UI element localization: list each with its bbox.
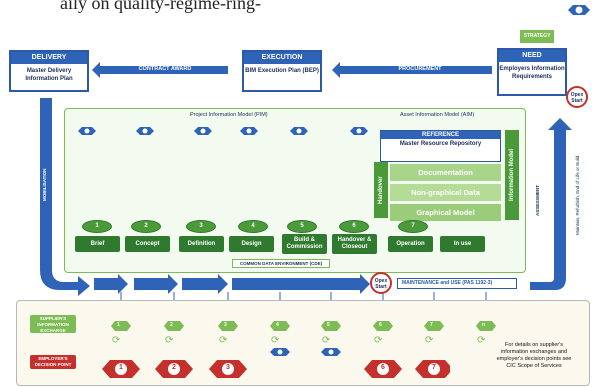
layer-documentation: Documentation <box>390 164 501 181</box>
decision-number: 1 <box>119 364 123 371</box>
exchange-number: 7 <box>430 322 433 328</box>
cycle-icon: ⟳ <box>477 335 486 346</box>
delivery-box: DELIVERY Master Delivery Information Pla… <box>9 50 89 92</box>
process-arrow <box>182 274 228 294</box>
pim-label: Project Information Model (PIM) <box>190 112 268 118</box>
decision-number: 3 <box>226 364 230 371</box>
decision-markers <box>102 360 450 378</box>
cycle-icon: ⟳ <box>112 335 121 346</box>
layer-non-graphical-data: Non-graphical Data <box>390 184 501 201</box>
supplier-exchange-badge: SUPPLIER'S INFORMATION EXCHANGE <box>30 315 76 333</box>
decision-diamond-icon <box>568 5 590 15</box>
stage-number-oval: 4 <box>238 220 268 233</box>
process-arrow <box>94 274 128 294</box>
cycle-icon: ⟳ <box>219 335 228 346</box>
exchange-number: 6 <box>379 322 382 328</box>
stage-design: Design <box>229 236 274 252</box>
decision-point-badge: EMPLOYER'S DECISION POINT <box>30 355 76 369</box>
information-model-bar: Information Model <box>505 130 519 220</box>
reference-body: Master Resource Repository <box>399 141 482 147</box>
stage-concept: Concept <box>125 236 170 252</box>
cycle-icon: ⟳ <box>165 335 174 346</box>
contract-award-label: CONTRACT AWARD <box>138 66 192 72</box>
opex-start-top: Opex Start <box>566 86 588 108</box>
aim-label: Asset Information Model (AIM) <box>400 112 475 118</box>
stage-operation: Operation <box>388 236 433 252</box>
mobilisation-arrow <box>40 98 90 296</box>
exchange-number: 1 <box>117 322 120 328</box>
procurement-arrow <box>332 62 492 78</box>
contract-award-arrow <box>92 62 228 78</box>
exchange-number: 5 <box>327 322 330 328</box>
mobilisation-label: MOBILISATION <box>42 168 47 202</box>
decision-number-row: 1 2 3 6 7 <box>100 364 450 374</box>
maintenance-label: MAINTENANCE and USE (PAS 1192-3) <box>397 278 517 289</box>
stage-handover-closeout: Handover & Closeout <box>332 234 377 254</box>
exchange-number: 3 <box>224 322 227 328</box>
layer-graphical-model: Graphical Model <box>390 204 501 221</box>
reference-title: REFERENCE <box>381 131 500 139</box>
decision-number: 6 <box>381 364 385 371</box>
exchange-markers <box>111 321 496 331</box>
handover-bar: Handover <box>374 162 388 218</box>
execution-body: BIM Execution Plan (BEP) <box>245 68 319 74</box>
procurement-label: PROCUREMENT <box>398 66 442 72</box>
exchange-number-row: 1 2 3 4 5 6 7 n <box>108 322 498 332</box>
stage-brief: Brief <box>75 236 120 252</box>
details-note: For details on supplier's information ex… <box>496 342 572 369</box>
stage-number-oval: 5 <box>287 220 317 233</box>
assessment-sub-label: Maintain, Refurbish, End of Life or Buil… <box>575 155 580 235</box>
delivery-title: DELIVERY <box>11 52 87 64</box>
exchange-number: n <box>482 322 486 328</box>
cde-label: COMMON DATA ENVIRONMENT (CDE) <box>232 259 330 268</box>
execution-title: EXECUTION <box>244 52 320 64</box>
decision-number: 2 <box>172 364 176 371</box>
assessment-arrow <box>530 118 572 290</box>
exchange-number: 2 <box>170 322 173 328</box>
stage-in-use: In use <box>440 236 485 252</box>
process-arrow <box>232 274 370 294</box>
stage-number-oval: 6 <box>339 220 369 233</box>
cycle-icon: ⟳ <box>374 335 383 346</box>
need-body: Employers Information Requirements <box>499 66 565 80</box>
need-title: NEED <box>499 50 565 62</box>
small-decision-icons <box>270 348 341 356</box>
pim-decision-icons <box>78 127 368 135</box>
stage-number-oval: 3 <box>186 220 216 233</box>
assessment-label: ASSESSMENT <box>535 184 540 216</box>
exchange-number: 4 <box>276 322 279 328</box>
stage-build-commission: Build & Commission <box>282 234 327 254</box>
stage-number-oval: 2 <box>131 220 161 233</box>
decision-number: 7 <box>432 364 436 371</box>
stage-number-oval: 7 <box>398 220 428 233</box>
cycle-icon: ⟳ <box>425 335 434 346</box>
cycle-icon: ⟳ <box>322 335 331 346</box>
execution-box: EXECUTION BIM Execution Plan (BEP) <box>242 50 322 92</box>
top-clipped-text: aily on quality-regime-ring- <box>60 0 261 13</box>
strategy-badge: STRATEGY <box>520 30 554 43</box>
stage-number-oval: 1 <box>82 220 112 233</box>
reference-box: REFERENCE Master Resource Repository <box>380 130 501 162</box>
cycle-icon: ⟳ <box>271 335 280 346</box>
need-box: NEED Employers Information Requirements <box>497 48 567 96</box>
delivery-body: Master Delivery Information Plan <box>25 68 73 82</box>
process-arrow <box>134 274 178 294</box>
opex-start-bottom: Opex Start <box>370 272 392 294</box>
stage-definition: Definition <box>179 236 224 252</box>
cycle-icons-row: ⟳ ⟳ ⟳ ⟳ ⟳ ⟳ ⟳ ⟳ <box>108 335 498 347</box>
